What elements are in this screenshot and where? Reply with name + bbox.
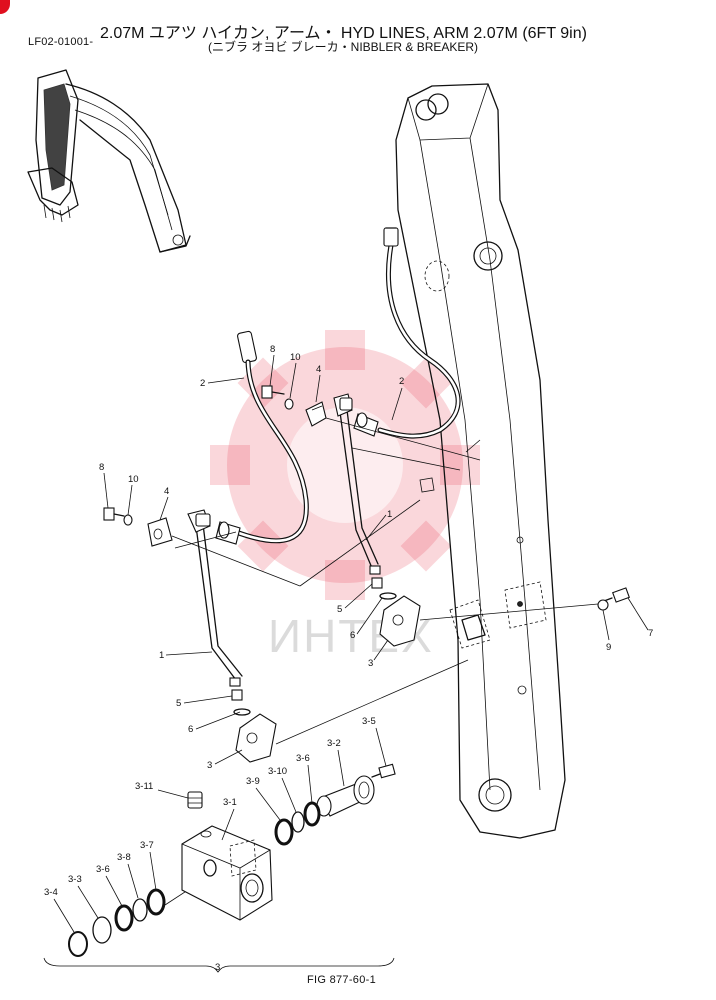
- bolt-8-upper: [261, 385, 285, 399]
- hose-2-left: [215, 330, 309, 545]
- callout-10-lower: 10: [128, 474, 139, 485]
- block-3-1: [181, 825, 273, 921]
- callout-labels: 2 8 10 4 2 8 10 4 1 1 5 6 3 5 6 3 9 7: [44, 344, 653, 973]
- washer-10-upper: [284, 398, 294, 410]
- bolt-7: [603, 587, 630, 603]
- adapter-3-2: [316, 775, 375, 817]
- page-subtitle: (ニブラ オヨビ ブレーカ・NIBBLER & BREAKER): [208, 40, 479, 54]
- callout-3-assembly: 3: [215, 962, 220, 973]
- washer-10-lower: [123, 514, 133, 526]
- bolt-3-5: [371, 763, 396, 779]
- callout-7: 7: [648, 628, 653, 639]
- callout-2-left: 2: [200, 378, 205, 389]
- callout-4-upper: 4: [316, 364, 321, 375]
- callout-3-lower: 3: [207, 760, 212, 771]
- plug-3-11: [187, 791, 203, 809]
- callout-3-7: 3-7: [140, 840, 154, 851]
- assembly-bracket: [43, 957, 395, 973]
- callout-3-5: 3-5: [362, 716, 376, 727]
- callout-3-upper: 3: [368, 658, 373, 669]
- callout-3-10: 3-10: [268, 766, 287, 777]
- callout-3-4: 3-4: [44, 887, 58, 898]
- callout-5-upper: 5: [337, 604, 342, 615]
- callout-6-upper: 6: [350, 630, 355, 641]
- callout-8-upper: 8: [270, 344, 275, 355]
- rings-lower: [68, 888, 166, 957]
- tube-1-right: [333, 393, 383, 589]
- callout-3-6-upper: 3-6: [296, 753, 310, 764]
- callout-6-lower: 6: [188, 724, 193, 735]
- block-3-upper: [379, 592, 421, 647]
- callout-3-9: 3-9: [246, 776, 260, 787]
- callout-4-lower: 4: [164, 486, 169, 497]
- corner-mark: [0, 0, 10, 14]
- callout-5-lower: 5: [176, 698, 181, 709]
- callout-3-11: 3-11: [135, 781, 153, 792]
- document-code: LF02-01001-: [28, 36, 94, 48]
- bolt-8-lower: [103, 507, 125, 521]
- machine-thumbnail: [27, 69, 191, 253]
- washer-9: [597, 599, 609, 611]
- page-title: 2.07M ユアツ ハイカン, アーム・ HYD LINES, ARM 2.07…: [100, 25, 587, 42]
- callout-3-1: 3-1: [223, 797, 237, 808]
- tube-1-left: [187, 509, 243, 701]
- callout-3-8: 3-8: [117, 852, 131, 863]
- callout-1-right: 1: [387, 509, 392, 520]
- callout-10-upper: 10: [290, 352, 301, 363]
- arm-body: [395, 83, 566, 839]
- callout-3-6-lower: 3-6: [96, 864, 110, 875]
- clamp-4-lower: [147, 517, 173, 547]
- hose-2-right: [353, 227, 461, 439]
- callout-3-2: 3-2: [327, 738, 341, 749]
- callout-8-lower: 8: [99, 462, 104, 473]
- callout-3-3: 3-3: [68, 874, 82, 885]
- extension-lines: [164, 417, 599, 906]
- callout-9: 9: [606, 642, 611, 653]
- callout-2-right: 2: [399, 376, 404, 387]
- callout-1-left: 1: [159, 650, 164, 661]
- figure-number: FIG 877-60-1: [307, 974, 377, 986]
- block-3-lower: [233, 708, 277, 763]
- rings-upper: [274, 801, 321, 846]
